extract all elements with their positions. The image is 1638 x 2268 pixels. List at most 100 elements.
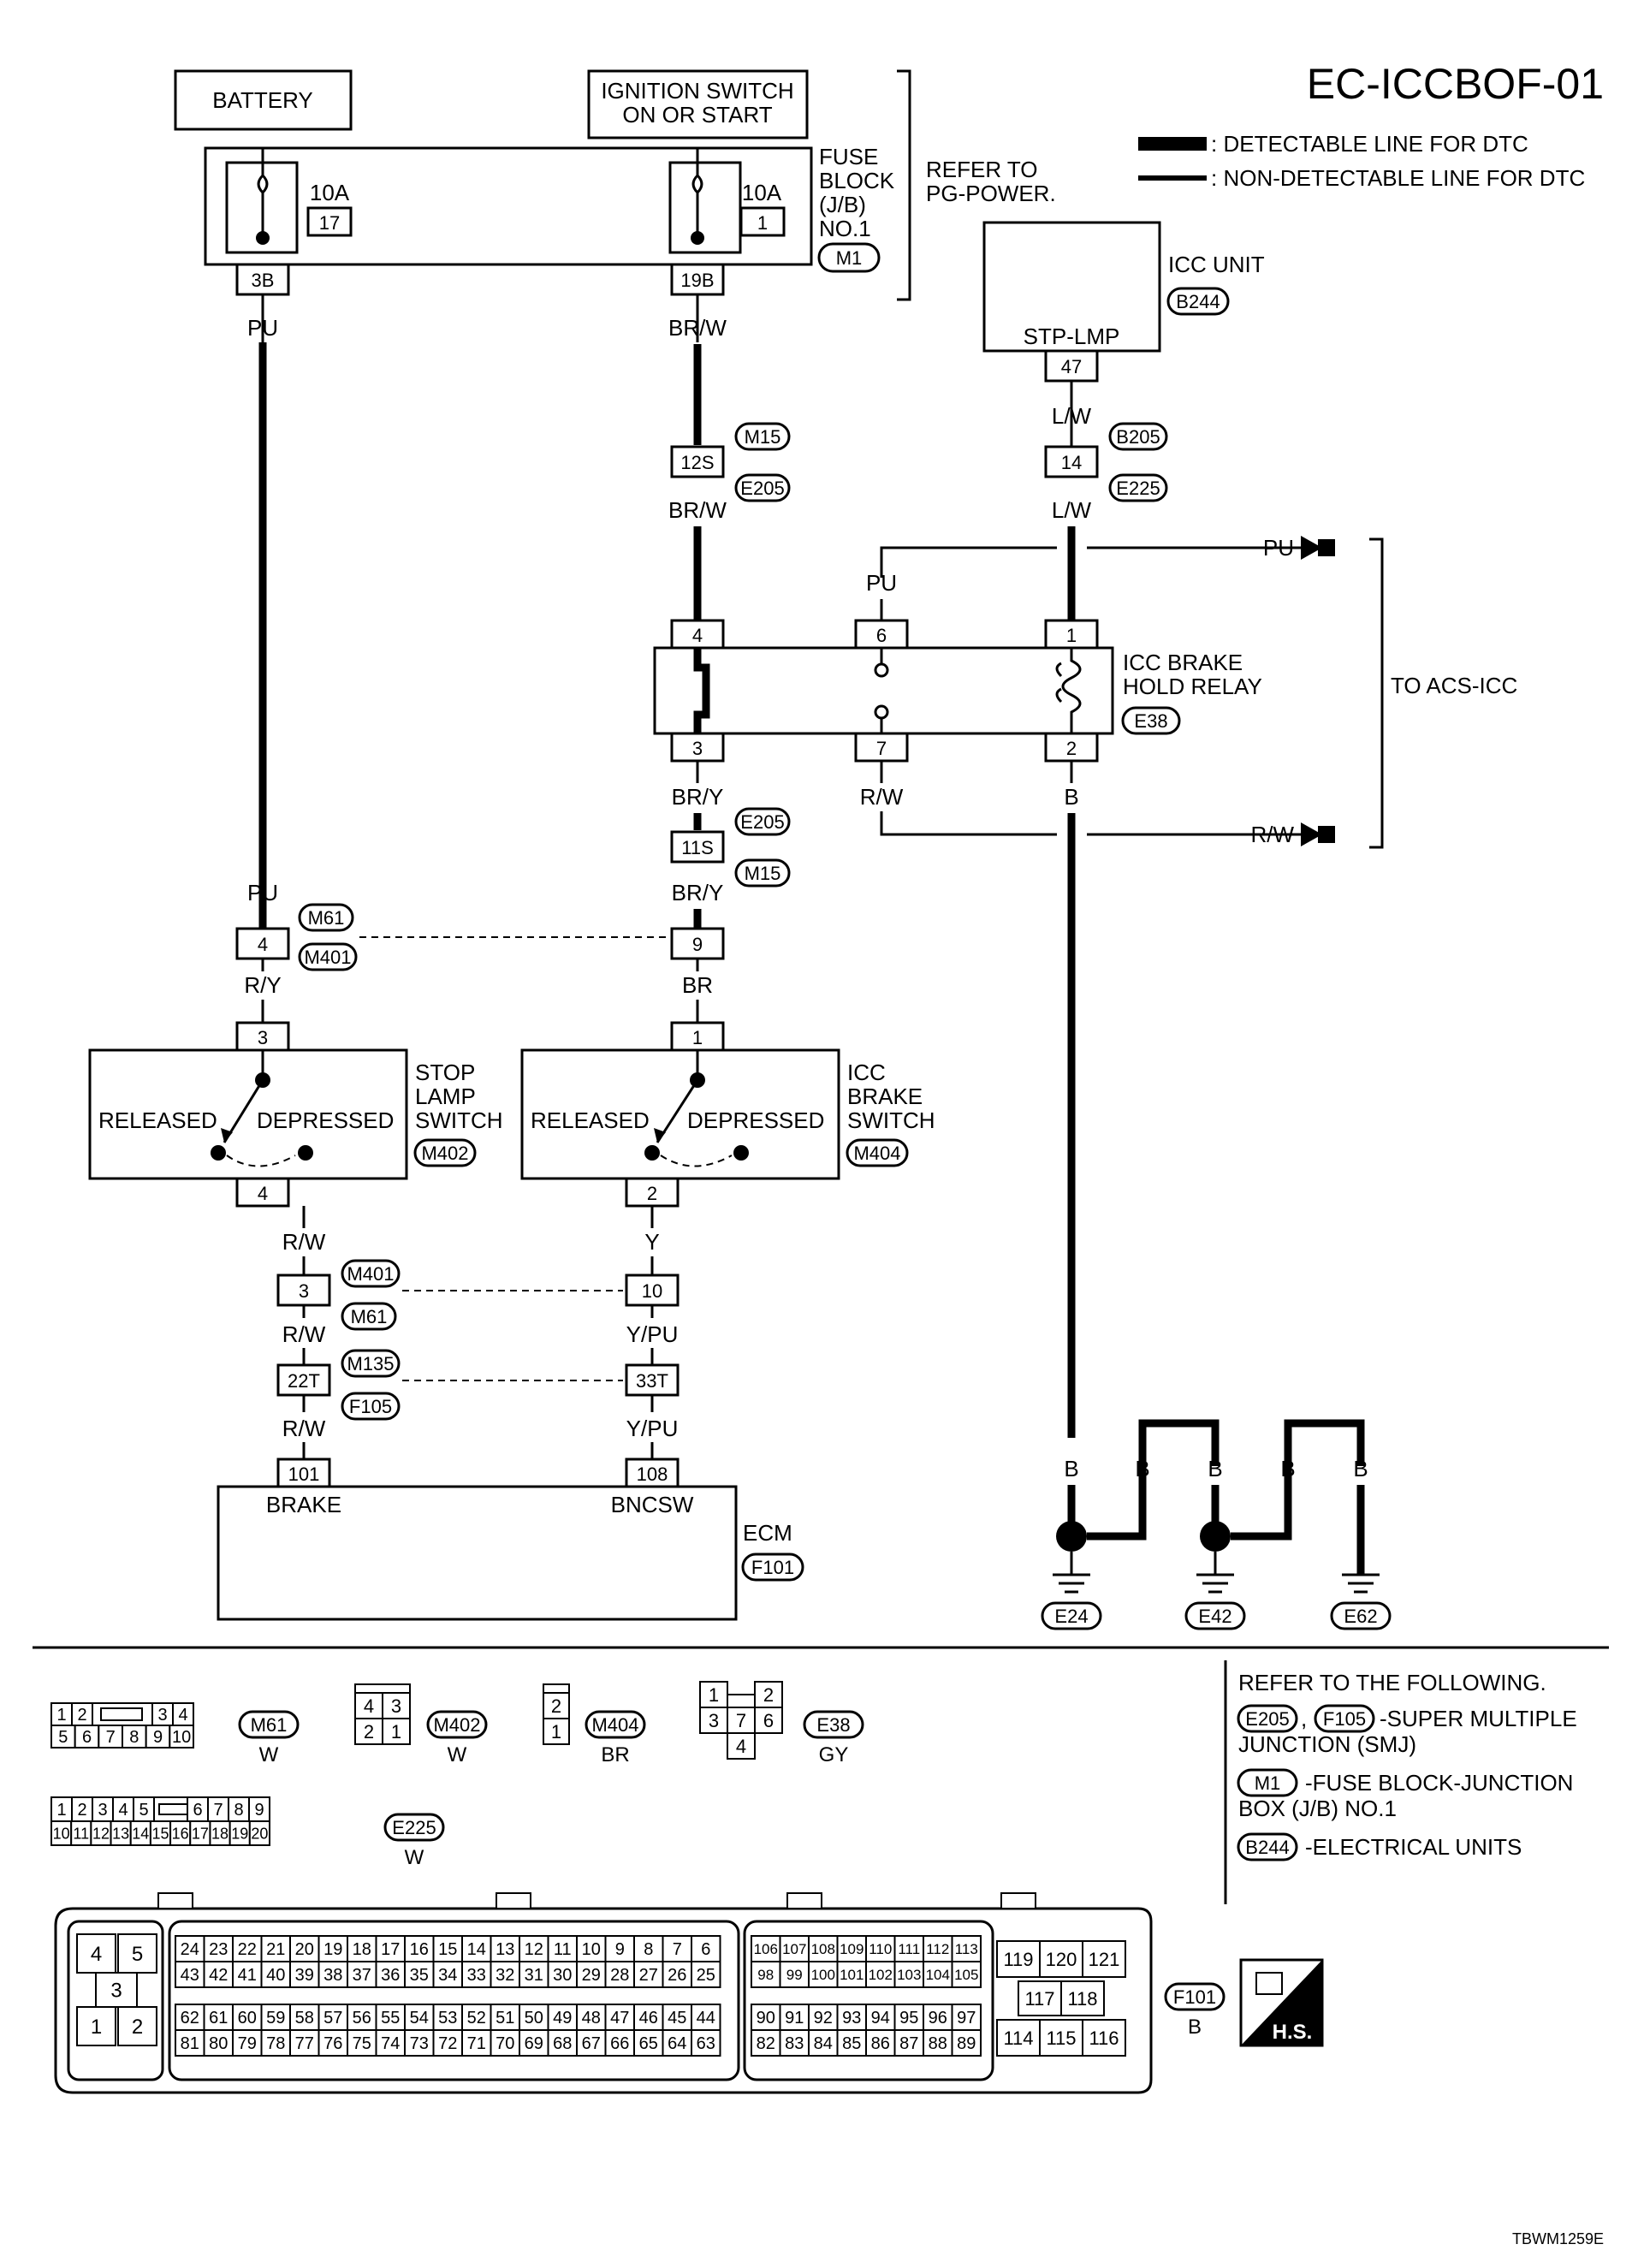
pin-number: 52 [467,2009,486,2028]
pin-number: 7 [736,1710,746,1731]
wire-label-pu-out: PU [1263,535,1294,561]
icc-label-1: ICC [847,1060,886,1085]
pin-number: 17 [192,1825,209,1842]
svg-text:M61: M61 [351,1306,388,1327]
pin-cell [1082,1940,1126,1978]
pin-cell [633,1935,664,1962]
pin-number: 2 [77,1706,86,1725]
pin-number: 7 [106,1728,116,1747]
svg-text:19B: 19B [680,270,714,291]
pin-number: 27 [639,1966,658,1985]
pin-number: 6 [763,1710,774,1731]
svg-text:12S: 12S [680,452,714,473]
legend-thick-text: : DETECTABLE LINE FOR DTC [1211,131,1528,157]
pin-cell [808,2029,839,2057]
svg-text:B: B [1280,1456,1295,1481]
pin-number: 114 [1003,2028,1033,2049]
pin-number: 82 [757,2034,775,2053]
fuse-block: 10A 17 10A 1 FUSE BLOCK (J/B) NO.1 M1 RE… [204,69,1056,301]
pin-number: 10 [53,1825,70,1842]
svg-text:E205: E205 [740,811,784,833]
pin-cell [145,1725,171,1748]
pin-number: 104 [926,1967,950,1983]
svg-text:3B: 3B [252,270,275,291]
pin-number: 103 [897,1967,921,1983]
pin-number: 88 [929,2034,947,2053]
icc-released: RELEASED [531,1107,650,1133]
pin-cell [203,2029,234,2057]
pin-number: 107 [782,1941,806,1957]
pin-number: 106 [754,1941,778,1957]
svg-text:M135: M135 [347,1353,394,1374]
pin-number: 6 [82,1728,92,1747]
pin-number: 10 [172,1728,191,1747]
pin-number: 121 [1089,1949,1120,1970]
pin-number: 16 [410,1940,429,1959]
pin-cell [662,2004,692,2031]
pin-number: 30 [553,1966,572,1985]
pin-number: 113 [955,1941,978,1957]
pin-number: 14 [467,1940,486,1959]
pin-cell [576,2004,607,2031]
pin-number: 37 [353,1966,371,1985]
key-slot-inner [100,1707,143,1721]
svg-text:3: 3 [692,738,703,759]
wire-label-pu-relay: PU [866,570,897,596]
wire-label-pu-left: PU [247,315,278,341]
svg-text:B: B [1064,1456,1078,1481]
pin-number: 81 [181,2034,199,2053]
pin-number: 63 [697,2034,715,2053]
pin-number: 41 [238,1966,257,1985]
pin-cell [404,2004,435,2031]
svg-text:2: 2 [1066,738,1077,759]
connector-4: 4 [235,927,290,960]
refer-following: REFER TO THE FOLLOWING. E205 , F105 -SUP… [1237,1670,1577,1861]
pin-cell [633,1961,664,1988]
pin-number: 99 [786,1967,803,1983]
pin-number: 98 [757,1967,774,1983]
pin-number: 76 [323,2034,342,2053]
stop-depressed: DEPRESSED [257,1107,394,1133]
svg-text:11S: 11S [681,837,714,858]
pin-number: 116 [1089,2028,1119,2049]
pin-cell [461,2029,492,2057]
refer-eu: -ELECTRICAL UNITS [1305,1834,1522,1860]
pin-number: 49 [553,2009,572,2028]
pin-number: 4 [91,1943,102,1966]
pin-cell [203,1961,234,1988]
pin-number: 97 [957,2009,976,2028]
wire-label-ypu-1: Y/PU [626,1321,679,1347]
refer-smj-2: JUNCTION (SMJ) [1238,1731,1416,1757]
pin-number: 42 [209,1966,228,1985]
pin-cell [923,1961,953,1988]
svg-text:M61: M61 [308,907,345,929]
connector-11s: 11S [670,830,725,864]
pin-number: 51 [496,2009,514,2028]
pin-cell [519,2004,549,2031]
ecm: 101 108 BRAKE BNCSW ECM F101 [217,1458,804,1621]
stop-label-1: STOP [415,1060,475,1085]
pin-number: 25 [697,1966,715,1985]
badge-m135: M135 [341,1349,401,1378]
svg-text:4: 4 [258,934,268,955]
connector-color: GY [819,1743,849,1766]
pin-number: 3 [157,1706,167,1725]
pin-number: 4 [178,1706,187,1725]
pin-number: 6 [701,1940,710,1959]
key-tab [543,1683,570,1694]
svg-text:B: B [1135,1456,1149,1481]
pin-number: 7 [673,1940,682,1959]
pin-number: 108 [811,1941,835,1957]
fuse-block-label-3: (J/B) [819,192,866,217]
stop-lamp-switch: 3 RELEASED DEPRESSED 4 STOP LAMP SWITCH … [88,1021,503,1208]
pin-cell [375,2029,406,2057]
pin-number: 71 [467,2034,486,2053]
pin-cell [404,2029,435,2057]
pin-cell [490,2004,520,2031]
connector-color: BR [601,1743,629,1766]
refer-fb-2: BOX (J/B) NO.1 [1238,1796,1397,1821]
pin-number: 101 [840,1967,864,1983]
pin-number: 57 [323,2009,342,2028]
pin-cell [375,2004,406,2031]
pin-cell [432,1935,463,1962]
